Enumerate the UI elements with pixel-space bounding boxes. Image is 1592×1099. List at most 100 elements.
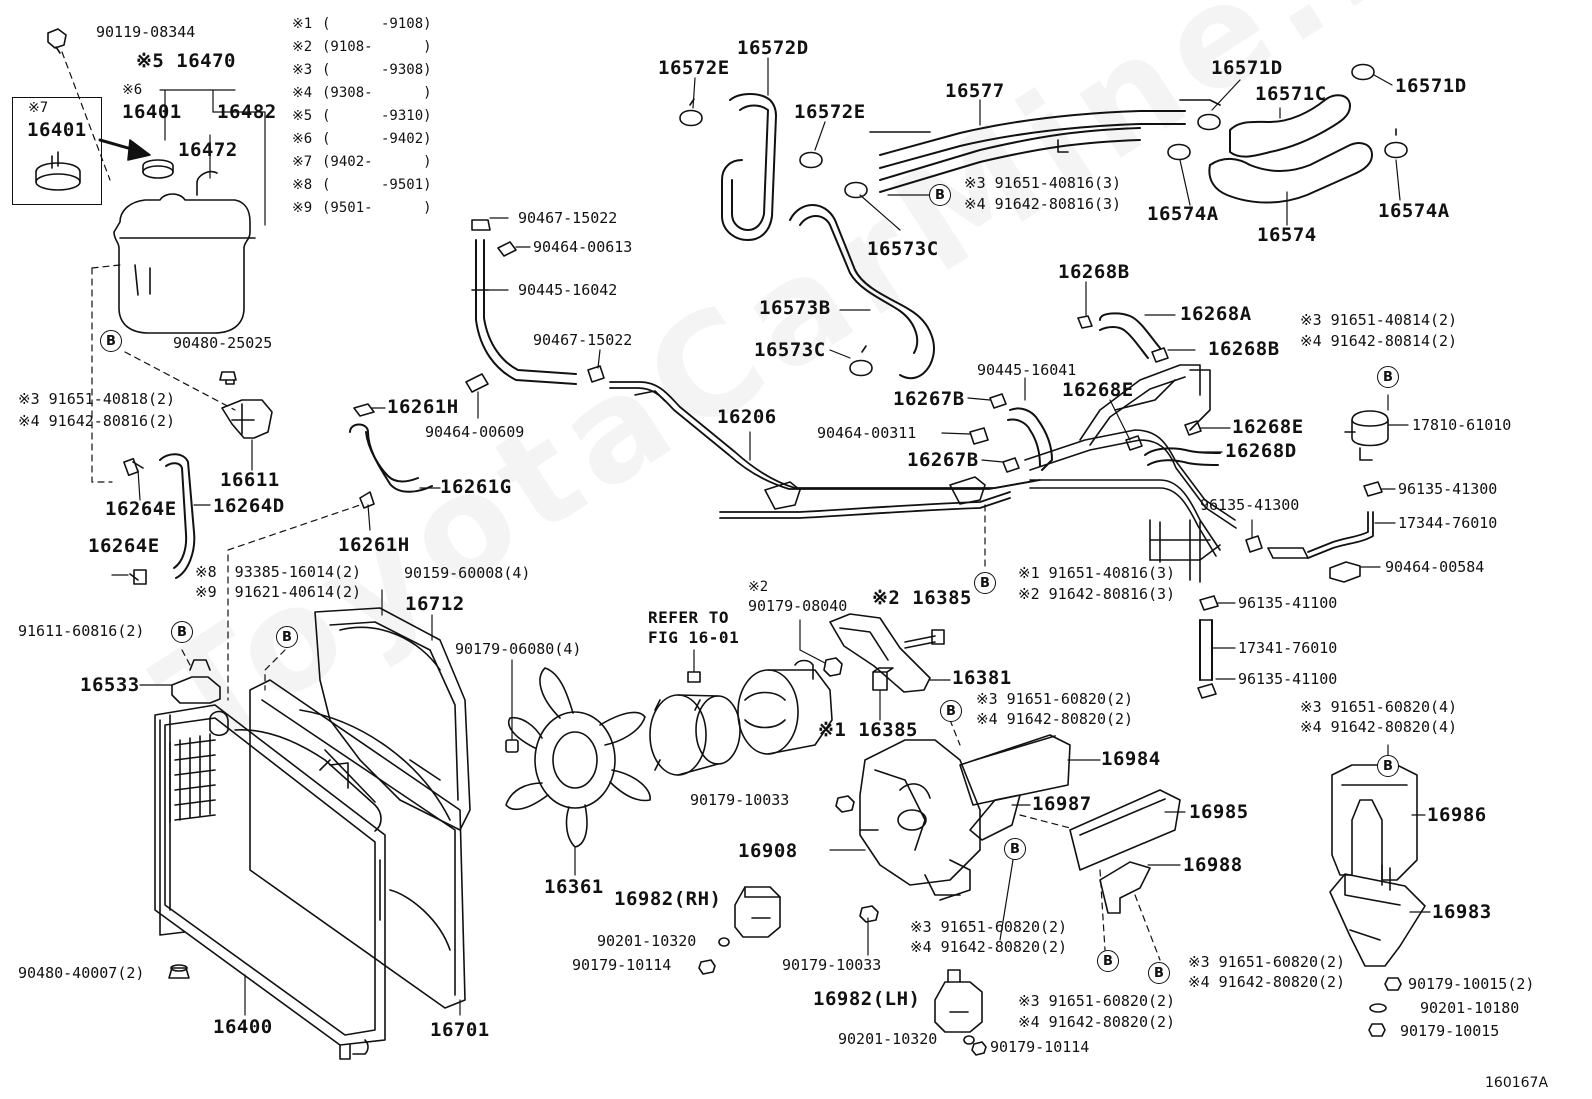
part-label: 90179-10033 xyxy=(690,791,790,809)
part-label: 16571C xyxy=(1255,83,1327,105)
part-label: 90179-08040 xyxy=(748,597,848,615)
clamp-16573C-a xyxy=(844,181,868,199)
leader-16572E-b xyxy=(814,121,826,151)
hose-16268A-icon xyxy=(1099,312,1161,359)
legend-key: ※6 xyxy=(292,131,313,147)
b-marker: B xyxy=(940,700,962,722)
dash-16987 xyxy=(1019,814,1071,829)
part-label: 16261G xyxy=(440,476,512,498)
dash-tank-left xyxy=(91,264,121,483)
bracket-16986-icon xyxy=(1331,764,1418,891)
part-label: ※4 91642-80820(2) xyxy=(1188,973,1346,991)
reservoir-cap-inset-icon xyxy=(35,151,81,191)
b-marker: B xyxy=(1377,755,1399,777)
part-label: 90119-08344 xyxy=(96,23,196,41)
bracket-16533-icon xyxy=(171,659,221,704)
pipe-16577-icon xyxy=(869,99,1221,193)
bolt-90480-25025 xyxy=(219,371,237,385)
b-marker: B xyxy=(974,572,996,594)
part-label: 90179-06080(4) xyxy=(455,640,582,658)
leader-16574A-b xyxy=(1395,159,1401,201)
part-label: 96135-41100 xyxy=(1238,594,1338,612)
part-label: 96135-41300 xyxy=(1200,496,1300,514)
part-label: 16206 xyxy=(717,406,777,428)
clamp-16268E-b xyxy=(1184,420,1202,436)
legend-range: ( -9310) xyxy=(322,108,432,124)
clamp-96135-41300-b xyxy=(1245,535,1263,553)
clamp-16571D-b xyxy=(1351,63,1375,81)
leader-90464-00311 xyxy=(941,432,971,435)
part-label: 16267B xyxy=(907,449,979,471)
clamp-16572E-a xyxy=(679,98,703,127)
legend-range: (9108- ) xyxy=(322,39,432,55)
part-label: 90480-25025 xyxy=(173,334,273,352)
clamp-16573C-b xyxy=(849,345,873,377)
part-label: 90464-00609 xyxy=(425,423,525,441)
part-label: 16982(LH) xyxy=(813,988,921,1010)
leader-90179-08040 xyxy=(799,619,826,664)
part-label: 16268A xyxy=(1180,303,1252,325)
reservoir-tank-icon xyxy=(113,170,256,334)
clamp-90464-00584 xyxy=(1329,561,1361,583)
part-label: 90201-10320 xyxy=(597,932,697,950)
part-label: ※2 xyxy=(748,579,769,595)
part-label: 90179-10114 xyxy=(990,1038,1090,1056)
b-marker: B xyxy=(100,330,122,352)
part-label: 16401 xyxy=(122,101,182,123)
part-label: 16712 xyxy=(405,593,465,615)
dash-b-shroud xyxy=(264,649,286,691)
figure-id: 160167A xyxy=(1485,1075,1549,1091)
nut-90179-08040 xyxy=(823,657,843,677)
hose-17341-icon xyxy=(1199,619,1213,681)
stud-16-01 xyxy=(687,671,701,683)
arrow-head xyxy=(127,139,151,161)
part-label: 16577 xyxy=(945,80,1005,102)
clamp-16572E-b xyxy=(799,151,823,169)
part-label: ※3 91651-60820(2) xyxy=(976,690,1134,708)
part-label: ※4 91642-80820(2) xyxy=(910,938,1068,956)
leader-16573C-a xyxy=(859,194,901,231)
leader-16264E-a xyxy=(137,469,141,501)
dash-b-16984 xyxy=(949,719,961,746)
washer-90201-10180 xyxy=(1369,1003,1387,1013)
part-label: ※4 91642-80814(2) xyxy=(1300,332,1458,350)
part-label: 17810-61010 xyxy=(1412,416,1512,434)
part-label: 16381 xyxy=(952,667,1012,689)
part-label: ※7 xyxy=(28,100,49,116)
part-label: 16573C xyxy=(754,339,826,361)
leader-dashed-cap xyxy=(61,51,111,181)
leader-16574A-a xyxy=(1179,159,1191,206)
part-label: 16482 xyxy=(217,101,277,123)
clamp-96135-41100-b xyxy=(1197,683,1217,699)
legend-range: (9402- ) xyxy=(322,154,432,170)
part-label: ※3 91651-40814(2) xyxy=(1300,311,1458,329)
leader-90467-15022-b xyxy=(597,349,601,369)
part-label: 16268D xyxy=(1225,440,1297,462)
part-label: 16571D xyxy=(1395,75,1467,97)
part-label: 16987 xyxy=(1032,793,1092,815)
leader-16573C-b xyxy=(829,349,851,359)
part-label: 90159-60008(4) xyxy=(404,564,531,582)
leader-16267B-a xyxy=(967,397,991,401)
leader-16712 xyxy=(381,589,433,641)
part-label: 16574A xyxy=(1378,200,1450,222)
clamp-16268B-b xyxy=(1151,347,1169,363)
bolt-90179-06080 xyxy=(505,739,519,753)
part-label: ※4 91642-80816(2) xyxy=(18,412,176,430)
fan-shroud-16712-icon xyxy=(314,607,471,831)
part-label: 16268E xyxy=(1062,379,1134,401)
pipe-16206-icon xyxy=(609,381,1041,519)
part-label: 16261H xyxy=(387,396,459,418)
spacer-16385-b xyxy=(872,667,894,691)
part-label: ※6 xyxy=(122,82,143,98)
dash-16261H xyxy=(227,504,361,551)
inset-box-16401 xyxy=(12,97,102,205)
part-label: 90464-00311 xyxy=(817,424,917,442)
leader-16470 xyxy=(159,89,236,141)
hose-16261-icon xyxy=(349,403,433,509)
clamp-16268B-a xyxy=(1077,315,1093,329)
part-label: 90467-15022 xyxy=(533,331,633,349)
part-label: 16908 xyxy=(738,840,798,862)
shroud-16701-icon xyxy=(249,679,466,1009)
plate-16987-icon xyxy=(969,794,1021,841)
